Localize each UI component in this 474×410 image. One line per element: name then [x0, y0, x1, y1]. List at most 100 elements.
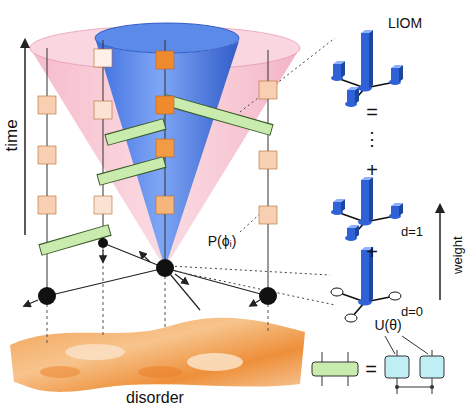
empty-site [331, 288, 343, 296]
single-site-gate [156, 196, 174, 214]
bar-front [361, 33, 369, 88]
gate-outline [165, 100, 272, 130]
weight-bar [347, 87, 359, 104]
bar-front [347, 228, 355, 238]
unitary-box [420, 356, 444, 378]
gate-fill [41, 230, 109, 250]
empty-site [345, 314, 357, 322]
bar-top [333, 61, 345, 64]
bar-top [361, 30, 373, 33]
single-site-gate [259, 151, 277, 169]
single-site-gate [94, 101, 112, 119]
spin-arrow [24, 300, 38, 306]
spin-arrow [140, 252, 150, 262]
lattice-site [98, 238, 108, 248]
single-site-gate [38, 96, 56, 114]
circuit-dot [430, 385, 434, 389]
bar-top [391, 203, 403, 206]
leader-line [240, 38, 335, 112]
gate-outline [106, 124, 165, 140]
site-drop [47, 304, 48, 345]
gate-outline [40, 230, 110, 250]
bar-front [391, 68, 399, 82]
axis-label: weight [451, 236, 465, 274]
plus-sign: + [366, 241, 378, 263]
weight-arrow [439, 205, 441, 300]
gate-label: U(θ) [374, 318, 401, 333]
leader-line [170, 270, 335, 305]
weight-bar [347, 225, 359, 238]
single-site-gate [156, 96, 174, 114]
weight-bar [333, 199, 345, 212]
two-site-gate [106, 124, 165, 140]
single-site-gate [259, 81, 277, 99]
bar-front [361, 180, 369, 222]
spin-arrow [250, 300, 260, 306]
inner-cone-top [95, 23, 239, 53]
plus-sign: + [366, 159, 378, 181]
region-label: disorder [126, 389, 184, 407]
gate-box [312, 362, 358, 376]
lattice-bond [103, 243, 165, 268]
spin-arrow [175, 274, 188, 284]
weight-bar [361, 30, 373, 88]
bar-top [333, 199, 345, 202]
single-site-gate [156, 51, 174, 69]
two-site-gate [98, 162, 165, 180]
single-site-gate [259, 206, 277, 224]
weight-bar [333, 61, 345, 78]
axis-label: time [3, 119, 22, 151]
unitary-box [385, 356, 409, 378]
single-site-gate [38, 196, 56, 214]
bar-side [341, 61, 345, 78]
circuit-dot [395, 385, 399, 389]
inner-cone [95, 38, 240, 268]
disorder-patch [40, 366, 80, 378]
two-site-gate [40, 230, 110, 250]
gate-fill [166, 100, 271, 130]
disorder-patch [65, 344, 125, 360]
single-site-gate [38, 146, 56, 164]
worldline [47, 48, 48, 296]
ellipsis: ⋮ [363, 130, 381, 150]
heading-label: LIOM [388, 16, 422, 31]
single-site-gate [94, 196, 112, 214]
site-drop [103, 248, 104, 336]
site-drop [165, 276, 166, 330]
gate-fill [99, 162, 164, 180]
weight-bar [391, 65, 403, 82]
leader-line [402, 336, 428, 354]
leader-line [170, 266, 330, 275]
bar-front [391, 206, 399, 216]
bar-front [333, 64, 341, 78]
two-site-gate [165, 100, 272, 130]
disorder-patch [187, 353, 243, 371]
order-label: d=1 [401, 225, 423, 239]
single-site-gate [94, 49, 112, 67]
bar-top [347, 225, 359, 228]
leader-line [385, 336, 395, 354]
disorder-landscape [10, 318, 305, 392]
bar-side [369, 177, 373, 222]
bar-front [333, 202, 341, 212]
gate-label: P(ϕᵢ) [206, 234, 239, 249]
equals-sign: = [366, 101, 378, 123]
bar-front [347, 90, 355, 104]
bar-top [391, 65, 403, 68]
bar-side [369, 30, 373, 88]
bar-side [399, 65, 403, 82]
site-drop [268, 304, 269, 332]
bar-top [347, 87, 359, 90]
order-label: d=0 [401, 305, 423, 319]
lattice-site [38, 287, 56, 305]
time-arrow [24, 40, 26, 235]
lattice-bond [47, 268, 165, 296]
weight-bar [391, 203, 403, 216]
empty-site [389, 292, 401, 300]
equals-sign: = [365, 358, 377, 380]
lattice-site [156, 259, 174, 277]
circuit-wire [397, 387, 432, 388]
gate-outline [98, 162, 165, 180]
single-site-gate [156, 139, 174, 157]
